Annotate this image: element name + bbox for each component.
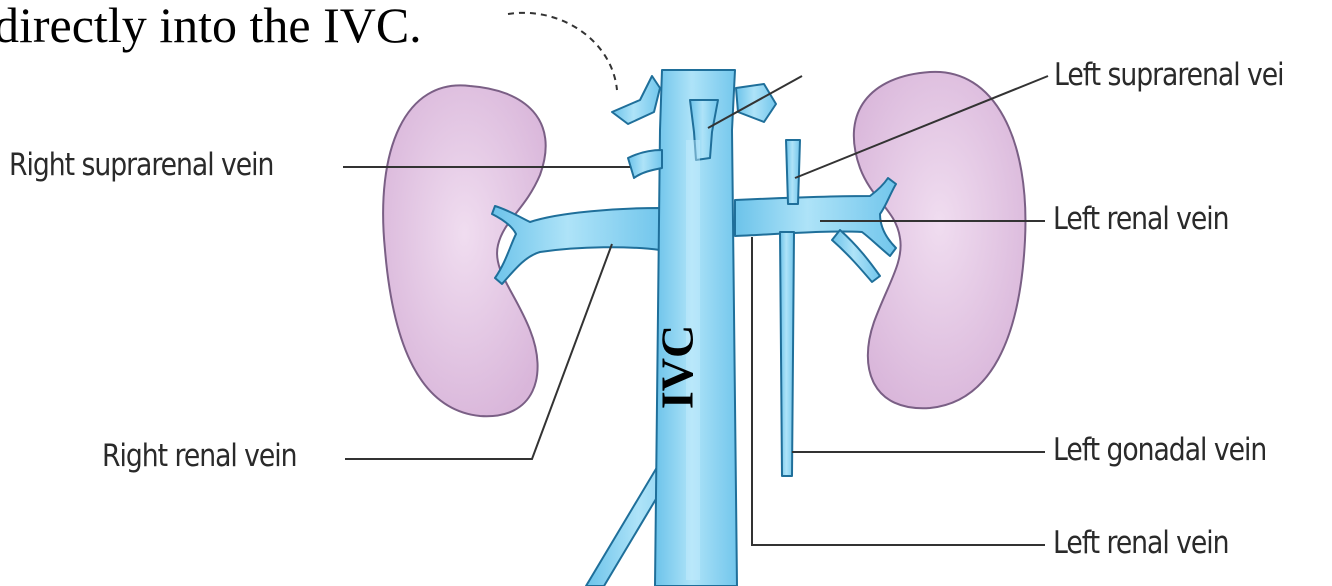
right-renal-vein-shape [492,206,660,284]
caption-text: directly into the IVC. [0,0,422,54]
label-right-suprarenal-vein: Right suprarenal vein [9,147,273,183]
ivc-label: IVC [651,325,704,409]
dashed-callout-arrow [508,13,617,90]
label-left-renal-vein-upper: Left renal vein [1053,201,1229,237]
label-left-suprarenal-vein: Left suprarenal vei [1054,57,1284,93]
hepatic-vein-stub-right [736,84,776,122]
label-left-gonadal-vein: Left gonadal vein [1053,432,1266,468]
left-gonadal-vein-shape [780,232,794,476]
label-right-renal-vein: Right renal vein [102,438,297,474]
hepatic-vein-stub-left [612,76,660,124]
left-suprarenal-vein-shape [786,140,800,204]
right-suprarenal-vein-shape [628,150,662,178]
label-left-renal-vein-lower: Left renal vein [1053,525,1229,561]
